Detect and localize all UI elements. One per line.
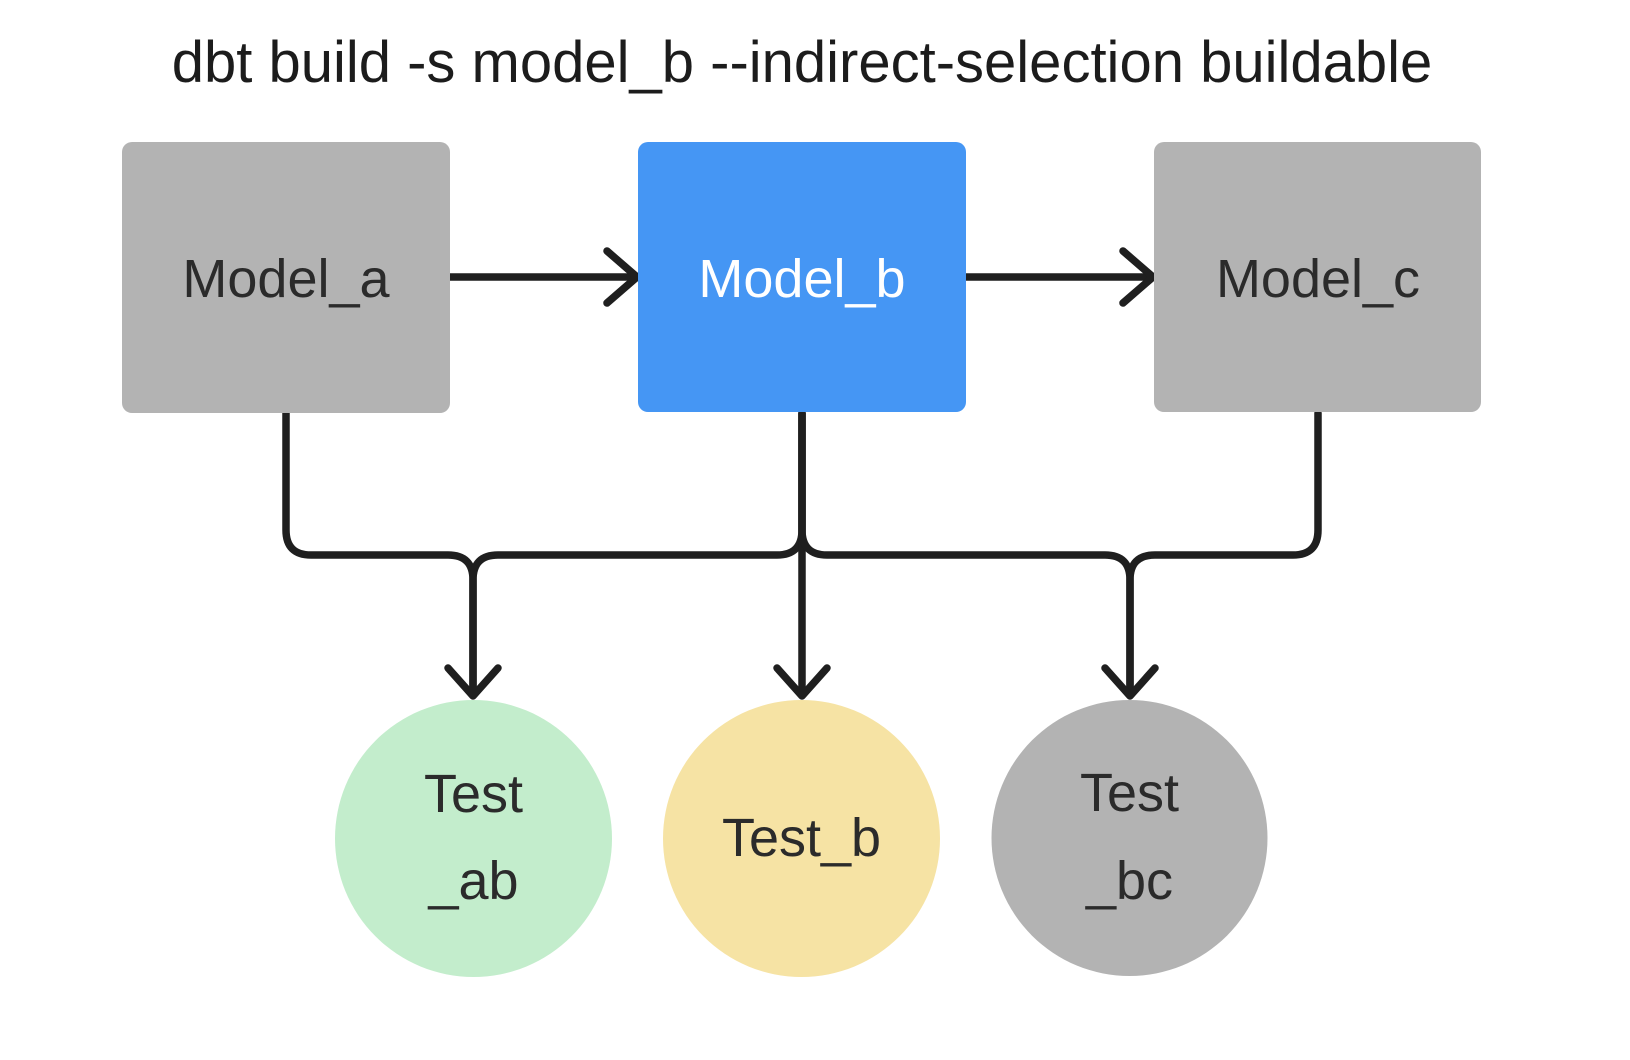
model-a-node bbox=[122, 142, 450, 413]
model-a-label: Model_a bbox=[182, 249, 390, 309]
test-bc-label-line2: _bc bbox=[1085, 851, 1173, 911]
model-b-node bbox=[638, 142, 966, 412]
diagram-title: dbt build -s model_b --indirect-selectio… bbox=[172, 30, 1433, 95]
test-bc-label-line1: Test bbox=[1080, 763, 1179, 823]
test-ab-label-line2: _ab bbox=[427, 851, 518, 911]
model-b-label: Model_b bbox=[698, 249, 905, 309]
test-b-label: Test_b bbox=[722, 808, 881, 868]
arrowhead-model-b-icon bbox=[603, 247, 641, 307]
test-ab-label-line1: Test bbox=[424, 764, 523, 824]
arrowhead-test-b-icon bbox=[773, 664, 831, 700]
test-bc-node bbox=[991, 700, 1268, 976]
edge-model-c-to-test-bc bbox=[1126, 409, 1322, 695]
test-b-node bbox=[663, 700, 940, 977]
test-ab-node bbox=[335, 700, 612, 977]
model-c-node bbox=[1154, 142, 1481, 412]
model-c-label: Model_c bbox=[1216, 249, 1420, 309]
arrowhead-test-ab-icon bbox=[444, 664, 502, 700]
arrowhead-model-c-icon bbox=[1119, 247, 1157, 307]
arrowhead-test-bc-icon bbox=[1101, 664, 1159, 700]
